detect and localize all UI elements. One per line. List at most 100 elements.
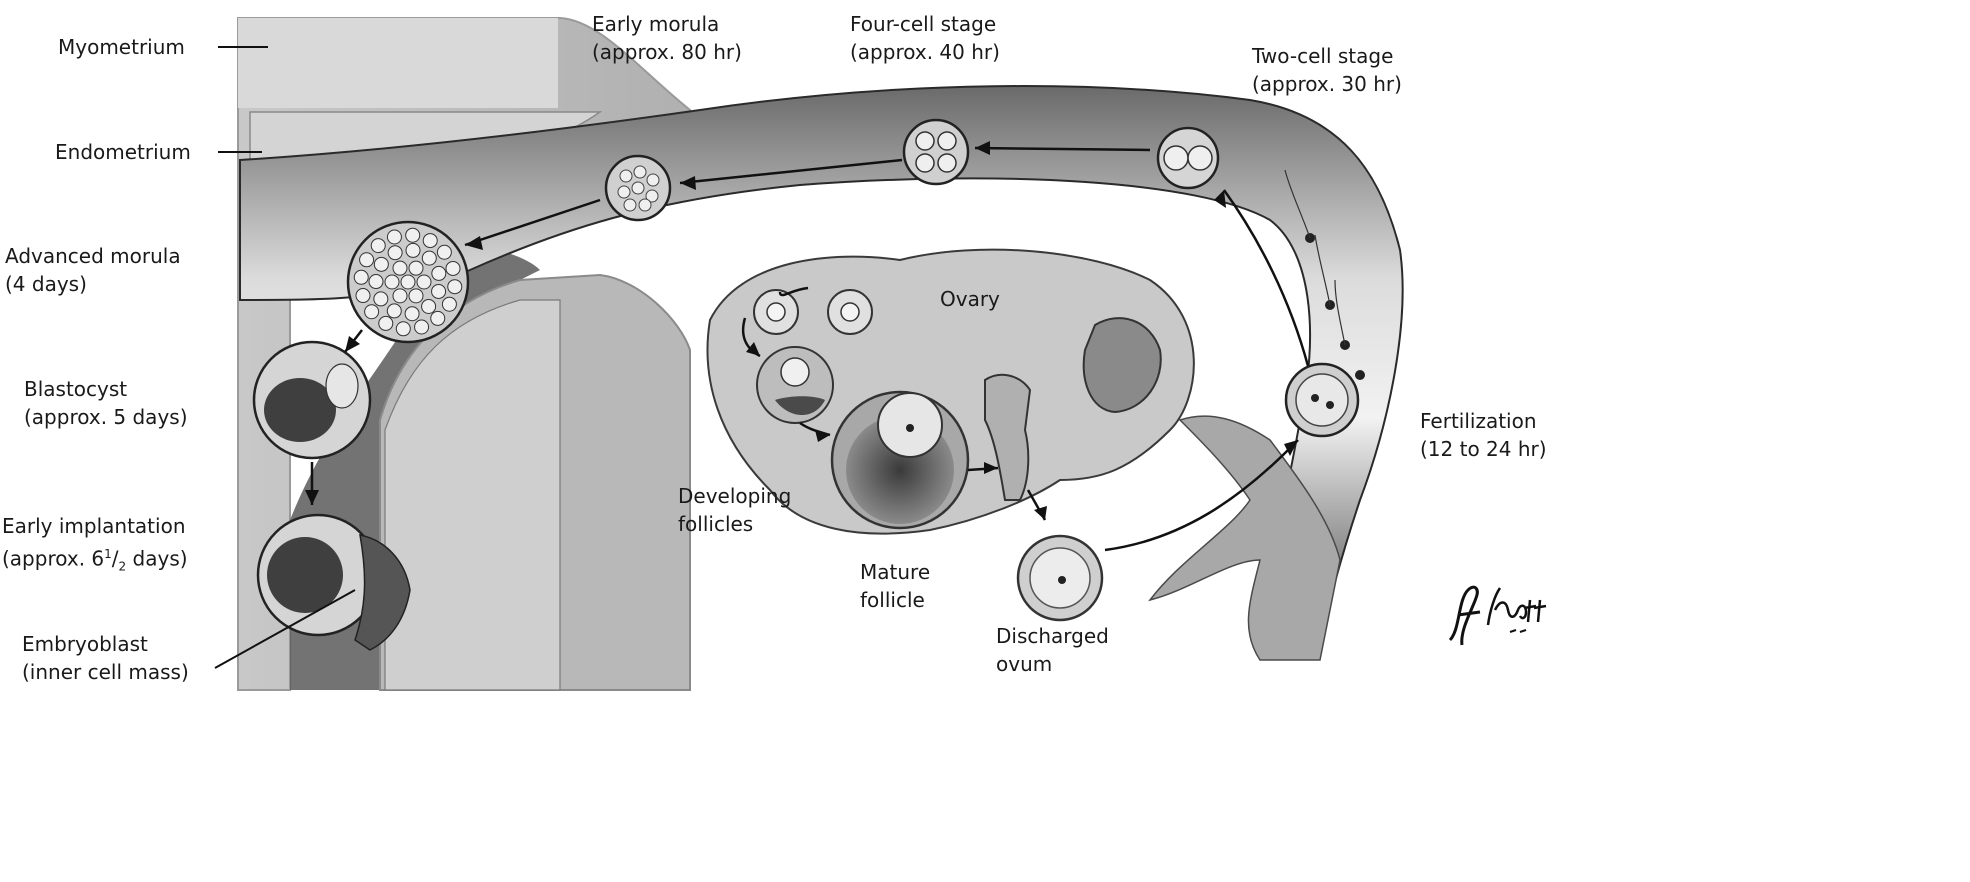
morula-cell bbox=[392, 260, 408, 276]
blastocyst-title: Blastocyst bbox=[24, 377, 128, 401]
morula-cell bbox=[373, 256, 389, 272]
pronucleus-1 bbox=[1311, 394, 1319, 402]
morula-cell bbox=[353, 269, 369, 285]
advanced-morula-time: (4 days) bbox=[5, 272, 87, 296]
fertilization-title: Fertilization bbox=[1420, 409, 1537, 433]
two-cell-time: (approx. 30 hr) bbox=[1252, 72, 1402, 96]
blastocoel bbox=[264, 378, 336, 442]
morula-cell bbox=[405, 242, 421, 258]
mature-follicle-nucleus bbox=[906, 424, 914, 432]
morula-cell bbox=[421, 298, 437, 314]
advanced-morula-title: Advanced morula bbox=[5, 244, 181, 268]
early-implantation-label: Early implantation (approx. 61/2 days) bbox=[2, 512, 188, 581]
arrow-two-cell-to-four-cell bbox=[974, 146, 1151, 152]
blastocyst-inner-mass bbox=[325, 363, 359, 409]
morula-cell bbox=[395, 321, 411, 337]
early-morula-title: Early morula bbox=[592, 12, 720, 36]
two-cell-title: Two-cell stage bbox=[1252, 44, 1394, 68]
embryoblast-title: Embryoblast bbox=[22, 632, 148, 656]
early-morula-cells bbox=[617, 165, 660, 212]
arrow-early-morula-to-advanced-morula bbox=[464, 198, 601, 247]
morula-cell bbox=[414, 319, 430, 335]
morula-cell bbox=[355, 288, 371, 304]
blastocyst-label: Blastocyst (approx. 5 days) bbox=[24, 375, 188, 431]
implanting-blastocoel bbox=[267, 537, 343, 613]
morula-cell bbox=[416, 274, 432, 290]
four-cell-title: Four-cell stage bbox=[850, 12, 997, 36]
ruptured-follicle bbox=[984, 373, 1032, 501]
developing-follicle-ovum bbox=[780, 357, 810, 387]
developmental-path-arrows bbox=[310, 146, 1310, 552]
morula-cell bbox=[408, 288, 424, 304]
artist-signature bbox=[1448, 585, 1547, 646]
developing-follicles-line1: Developing bbox=[678, 484, 792, 508]
morula-cell bbox=[368, 274, 384, 290]
arrow-fertilization-to-two-cell bbox=[1222, 189, 1310, 367]
morula-cell bbox=[447, 279, 463, 295]
early-implantation-time-a: (approx. 6 bbox=[2, 546, 105, 571]
fertilization-time: (12 to 24 hr) bbox=[1420, 437, 1547, 461]
morula-cell bbox=[408, 260, 424, 276]
early-implantation-frac-num: 1 bbox=[104, 547, 112, 561]
mature-follicle-label: Mature follicle bbox=[860, 558, 930, 614]
mature-follicle-line1: Mature bbox=[860, 560, 931, 584]
morula-cell bbox=[422, 233, 438, 249]
endometrium-lower bbox=[384, 299, 561, 691]
two-cell-blastomere-1 bbox=[1163, 145, 1189, 171]
primordial-follicle-2-ovum bbox=[840, 302, 860, 322]
early-implantation-time: (approx. 61/2 days) bbox=[2, 540, 188, 581]
early-morula-label: Early morula (approx. 80 hr) bbox=[592, 10, 742, 66]
four-cell-label: Four-cell stage (approx. 40 hr) bbox=[850, 10, 1000, 66]
early-implantation-title: Early implantation bbox=[2, 514, 186, 538]
developing-follicles-label: Developing follicles bbox=[678, 482, 791, 538]
morula-cell bbox=[431, 265, 447, 281]
discharged-ovum-line1: Discharged bbox=[996, 624, 1109, 648]
morula-cell bbox=[436, 244, 452, 260]
four-cell-embryo bbox=[902, 118, 970, 186]
morula-cell bbox=[430, 310, 446, 326]
discharged-ovum-label: Discharged ovum bbox=[996, 622, 1109, 678]
morula-cell bbox=[386, 229, 402, 245]
myometrium-top bbox=[238, 18, 558, 108]
arrow-ovum-to-fertilization bbox=[1104, 439, 1299, 552]
pronucleus-2 bbox=[1326, 401, 1334, 409]
discharged-ovum-line2: ovum bbox=[996, 652, 1053, 676]
leader-lines bbox=[214, 46, 356, 669]
morula-cell bbox=[359, 252, 375, 268]
embryoblast-label: Embryoblast (inner cell mass) bbox=[22, 630, 189, 686]
anatomy-illustration bbox=[214, 17, 1404, 691]
morula-cell bbox=[445, 260, 461, 276]
sperm-tails bbox=[1284, 169, 1346, 346]
morula-cell bbox=[392, 288, 408, 304]
four-cell-blastomeres bbox=[915, 131, 957, 173]
fertilization-label: Fertilization (12 to 24 hr) bbox=[1420, 407, 1547, 463]
morula-cell bbox=[387, 245, 403, 261]
advanced-morula-cells bbox=[353, 227, 463, 337]
morula-cell bbox=[370, 238, 386, 254]
discharged-ovum-nucleus bbox=[1058, 576, 1066, 584]
primordial-follicle-1-ovum bbox=[766, 302, 786, 322]
developing-follicles-line2: follicles bbox=[678, 512, 754, 536]
morula-cell bbox=[364, 304, 380, 320]
morula-cell bbox=[441, 296, 457, 312]
morula-cell bbox=[405, 227, 421, 243]
early-implantation-frac-den: 2 bbox=[118, 559, 127, 574]
mature-follicle-line2: follicle bbox=[860, 588, 925, 612]
two-cell-label: Two-cell stage (approx. 30 hr) bbox=[1252, 42, 1402, 98]
fertilized-ovum-inner bbox=[1295, 373, 1349, 427]
early-morula-time: (approx. 80 hr) bbox=[592, 40, 742, 64]
morula-cell bbox=[378, 315, 394, 331]
arrow-four-cell-to-early-morula bbox=[679, 158, 903, 185]
four-cell-time: (approx. 40 hr) bbox=[850, 40, 1000, 64]
early-implantation-frac-slash: / bbox=[111, 546, 119, 571]
morula-cell bbox=[400, 274, 416, 290]
endometrium-label: Endometrium bbox=[55, 140, 191, 164]
developing-follicle-antrum bbox=[775, 396, 825, 415]
advanced-morula-label: Advanced morula (4 days) bbox=[5, 242, 181, 298]
fertilization-implantation-diagram: Myometrium Endometrium Advanced morula (… bbox=[2, 10, 1547, 691]
corpus-luteum bbox=[1082, 317, 1162, 414]
morula-cell bbox=[404, 306, 420, 322]
embryoblast-subtitle: (inner cell mass) bbox=[22, 660, 189, 684]
fimbriae bbox=[1148, 415, 1341, 661]
blastocyst-time: (approx. 5 days) bbox=[24, 405, 188, 429]
